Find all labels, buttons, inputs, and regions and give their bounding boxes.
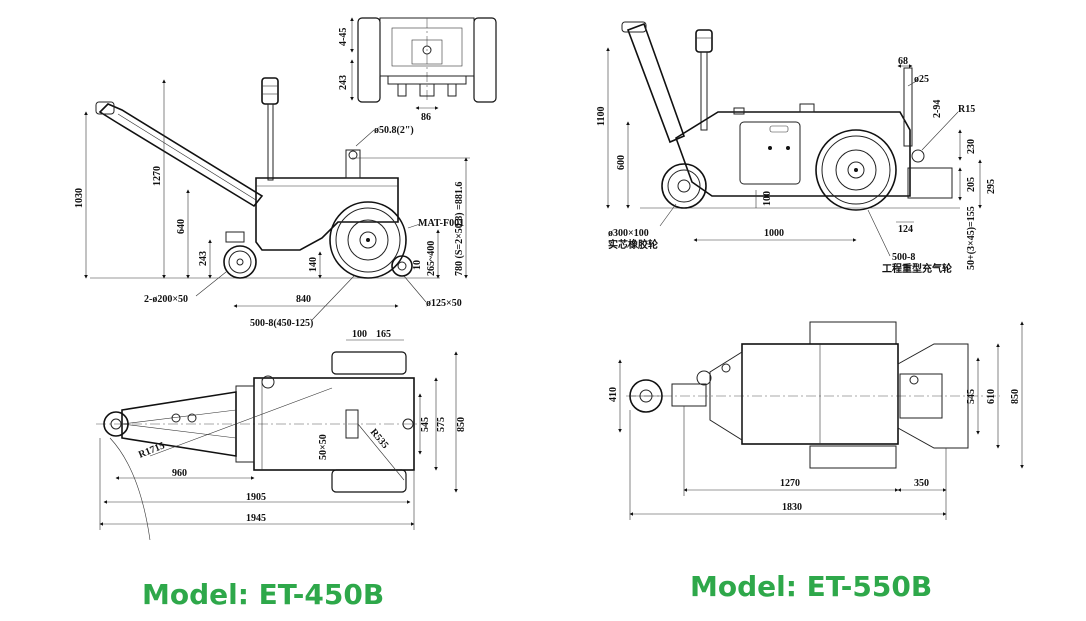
front-solid-wheel xyxy=(661,163,707,209)
et550-r15: R15 xyxy=(958,104,975,115)
top-tire-upper-550 xyxy=(809,321,897,345)
top-handle xyxy=(103,411,129,437)
et550-dim-205: 205 xyxy=(966,177,977,192)
et550-dim-230: 230 xyxy=(966,139,977,154)
et550-front-wheel-cn: 实芯橡胶轮 xyxy=(608,238,658,251)
et550-dim-1830: 1830 xyxy=(782,502,802,513)
et450-rear-dim-243: 243 xyxy=(338,75,349,90)
tractor-body xyxy=(255,177,399,251)
et450-dim-10: 10 xyxy=(412,260,423,270)
et450-dim-575: 575 xyxy=(436,417,447,432)
et450-dim-545: 545 xyxy=(420,417,431,432)
et450-dim-1030: 1030 xyxy=(74,188,85,208)
et450-rear-dim-86: 86 xyxy=(421,112,431,123)
et450-mat-code: MAT-F001 xyxy=(418,218,464,229)
tiller-arm-550 xyxy=(626,22,686,144)
tractor-body-550 xyxy=(675,111,911,197)
et450-dim-840: 840 xyxy=(296,294,311,305)
top-tire-lower xyxy=(331,469,407,493)
et550-dim-610: 610 xyxy=(986,389,997,404)
et550-dim-1270: 1270 xyxy=(780,478,800,489)
model-caption-et450b: Model: ET-450B xyxy=(142,578,385,611)
et550-dim-25: ø25 xyxy=(914,74,929,85)
et550-dim-2-94: 2-94 xyxy=(932,100,943,118)
et550-dim-295: 295 xyxy=(986,179,997,194)
et550-side-view: 1100 600 100 1000 68 ø25 2-94 R15 230 20… xyxy=(596,21,997,275)
et450-front-wheel-label: ø125×50 xyxy=(426,298,462,309)
drive-wheel xyxy=(329,201,407,279)
top-tiller xyxy=(121,391,237,457)
et450-dim-1945: 1945 xyxy=(246,513,266,524)
et450-rear-view: 4-45 243 86 xyxy=(338,17,497,123)
et550-drive-wheel-label: 500-8 xyxy=(892,252,915,263)
et450-hitch-range: 780 (S=2×50.8) =881.6 xyxy=(454,182,465,276)
rear-hitch-550 xyxy=(897,343,969,449)
et450-dim-850: 850 xyxy=(456,417,467,432)
et550-dim-100: 100 xyxy=(762,191,773,206)
et450-hitch-pin: ø50.8(2") xyxy=(374,125,414,136)
et450-caster-label: 2-ø200×50 xyxy=(144,294,188,305)
et550-dim-1000: 1000 xyxy=(764,228,784,239)
et450-dim-243: 243 xyxy=(198,251,209,266)
et450-dim-165: 165 xyxy=(376,329,391,340)
et550-dim-850: 850 xyxy=(1010,389,1021,404)
top-tire-upper xyxy=(331,351,407,375)
front-wheel xyxy=(391,255,413,277)
et550-dim-600: 600 xyxy=(616,155,627,170)
et550-front-wheel-label: ø300×100 xyxy=(608,228,649,239)
model-caption-et550b: Model: ET-550B xyxy=(690,570,933,603)
et450-dim-1905: 1905 xyxy=(246,492,266,503)
top-tire-lower-550 xyxy=(809,445,897,469)
et450-top-view: 100 165 545 575 850 50×50 R535 R1715 960… xyxy=(96,329,467,541)
et550-top-view: 410 545 610 850 1270 350 1830 xyxy=(608,321,1024,520)
et550-dim-1100: 1100 xyxy=(596,107,607,126)
tiller-arm xyxy=(98,103,264,208)
et550-dim-410: 410 xyxy=(608,387,619,402)
et550-dim-545: 545 xyxy=(966,389,977,404)
rear-right-tire xyxy=(473,17,497,103)
et550-dim-124: 124 xyxy=(898,224,913,235)
et450-dim-960: 960 xyxy=(172,468,187,479)
et450-drive-wheel-label: 500-8(450-125) xyxy=(250,318,313,329)
et450-rear-dim-4-45: 4-45 xyxy=(338,28,349,46)
et450-dim-265-400: 265~400 xyxy=(426,241,437,276)
et450-dim-1270: 1270 xyxy=(152,166,163,186)
beacon-light-550 xyxy=(695,29,713,53)
et450-dim-640: 640 xyxy=(176,219,187,234)
beacon-light xyxy=(261,77,279,105)
caster-wheel xyxy=(223,231,257,279)
et450-side-view: 1030 1270 640 243 140 10 840 780 (S=2×50… xyxy=(74,77,470,329)
drive-wheel-550 xyxy=(815,129,897,211)
et450-dim-100: 100 xyxy=(352,329,367,340)
et550-dim-50-3x45: 50+(3×45)=155 xyxy=(966,206,977,270)
et450-dim-50x50: 50×50 xyxy=(318,434,329,460)
et450-r535: R535 xyxy=(368,427,391,451)
et550-dim-68: 68 xyxy=(898,56,908,67)
rear-left-tire xyxy=(357,17,381,103)
et550-drive-wheel-cn: 工程重型充气轮 xyxy=(882,262,952,275)
et550-dim-350: 350 xyxy=(914,478,929,489)
et450-dim-140: 140 xyxy=(308,257,319,272)
